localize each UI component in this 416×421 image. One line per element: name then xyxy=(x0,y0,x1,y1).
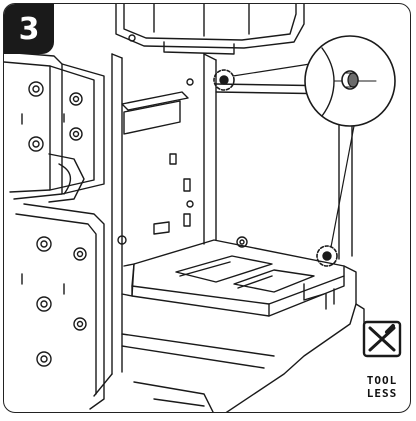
zoom-callout xyxy=(304,35,396,127)
left-side-panel xyxy=(4,51,105,410)
front-bezel xyxy=(93,265,365,412)
instruction-panel: 3 xyxy=(3,3,411,413)
top-drive-cage xyxy=(115,4,305,55)
toolless-label-line1: TOOL xyxy=(366,374,398,387)
step-number: 3 xyxy=(18,11,40,47)
toolless-label-line2: LESS xyxy=(366,387,398,400)
thumbscrew-bottom xyxy=(316,245,338,267)
crossed-screwdriver-icon xyxy=(362,320,402,358)
case-line-drawing xyxy=(4,4,402,412)
callout-line-bottom xyxy=(330,125,355,248)
drive-tray xyxy=(117,235,345,317)
thumbscrew-top xyxy=(213,69,235,91)
step-number-badge: 3 xyxy=(4,4,54,54)
callout-line-top xyxy=(232,63,311,77)
mid-panel-detail xyxy=(121,78,194,235)
